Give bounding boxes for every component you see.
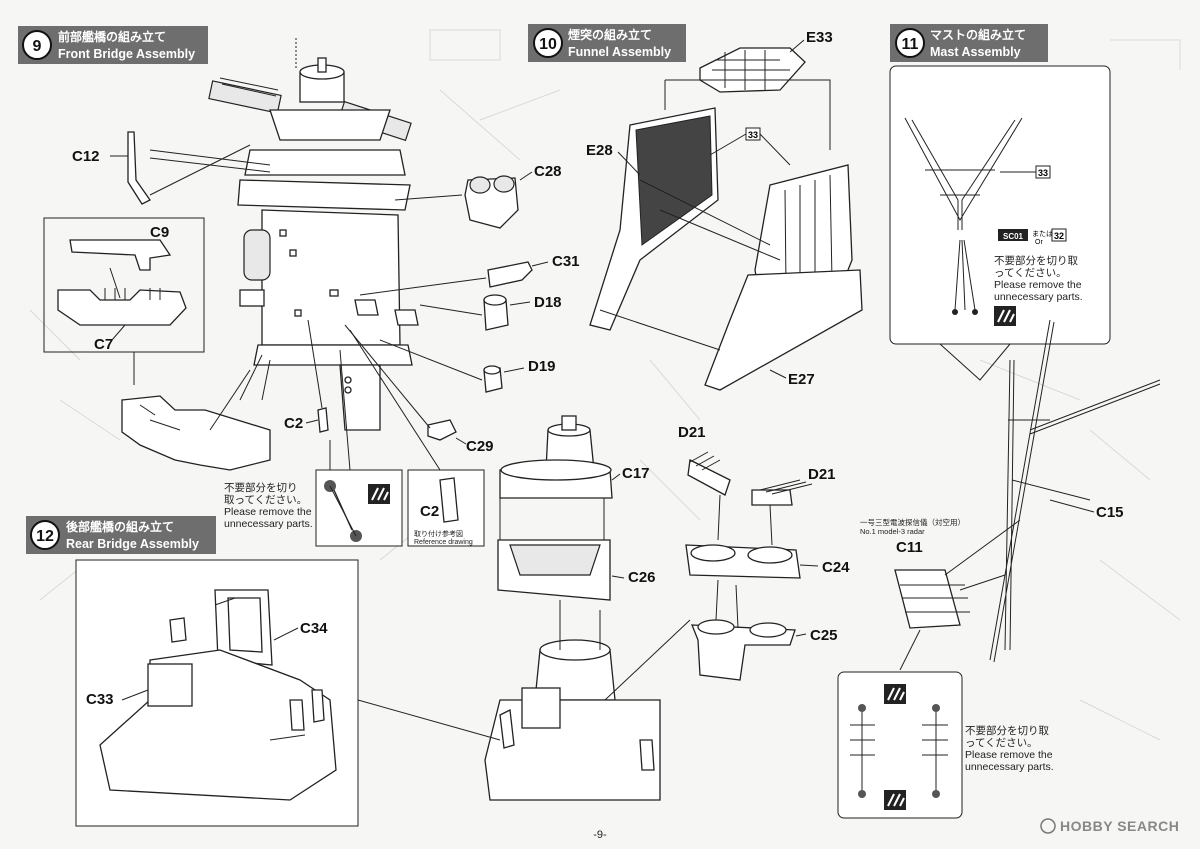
svg-text:33: 33	[1038, 168, 1048, 178]
svg-text:unnecessary parts.: unnecessary parts.	[965, 761, 1054, 773]
label-e27: E27	[788, 371, 815, 388]
part-c2: C2	[284, 319, 329, 433]
mast-assembled: C15	[989, 319, 1161, 663]
watermark: HOBBY SEARCH	[1040, 818, 1179, 834]
label-c34: C34	[300, 620, 328, 637]
label-c11: C11	[896, 539, 923, 556]
svg-text:ってください。: ってください。	[994, 267, 1067, 279]
label-d21-a: D21	[678, 424, 706, 441]
svg-text:unnecessary parts.: unnecessary parts.	[224, 518, 313, 530]
step-12-number: 12	[36, 528, 54, 545]
part-e27: E27	[599, 309, 815, 388]
part-c11: 一号三型電波探信儀（対空用） No.1 model-3 radar C11	[860, 517, 1021, 671]
svg-text:No.1 model-3 radar: No.1 model-3 radar	[860, 527, 925, 536]
rear-funnel-base	[484, 600, 691, 801]
svg-text:取ってください。: 取ってください。	[224, 494, 307, 506]
step-9-title-jp: 前部艦橋の組み立て	[58, 29, 166, 44]
step-12-header: 12 後部艦橋の組み立て Rear Bridge Assembly	[26, 516, 216, 554]
part-d21-a: D21	[678, 424, 731, 496]
part-c17: C17	[499, 415, 650, 499]
label-c17: C17	[622, 465, 650, 482]
front-bridge-tower	[149, 38, 419, 431]
label-c2: C2	[284, 415, 303, 432]
label-e33: E33	[806, 29, 833, 46]
part-d18: D18	[419, 294, 562, 331]
svg-text:Reference drawing: Reference drawing	[414, 539, 473, 546]
label-c7: C7	[94, 336, 113, 353]
label-c24: C24	[822, 559, 850, 576]
part-c25: C25	[691, 579, 838, 681]
label-c12: C12	[72, 148, 100, 165]
svg-text:一号三型電波探信儀（対空用）: 一号三型電波探信儀（対空用）	[860, 517, 965, 527]
step-12-title-en: Rear Bridge Assembly	[66, 537, 199, 551]
svg-text:不要部分を切り取: 不要部分を切り取	[965, 724, 1049, 737]
step-9-header: 9 前部艦橋の組み立て Front Bridge Assembly	[18, 26, 208, 64]
label-c28: C28	[534, 163, 562, 180]
part-e28: E28	[586, 107, 719, 331]
label-e28: E28	[586, 142, 613, 159]
c2-remove-note: 不要部分を切り 取ってください。 Please remove the unnec…	[224, 481, 313, 530]
label-c26: C26	[628, 569, 656, 586]
svg-text:Please remove the: Please remove the	[224, 506, 312, 518]
label-c29: C29	[466, 438, 494, 455]
page-number: -9-	[593, 829, 607, 841]
svg-text:Or: Or	[1035, 239, 1043, 246]
svg-text:32: 32	[1054, 231, 1064, 241]
label-c25: C25	[810, 627, 838, 644]
svg-text:SC01: SC01	[1003, 232, 1024, 241]
part-c12: C12	[72, 131, 251, 205]
step-11-title-en: Mast Assembly	[930, 45, 1021, 59]
step-11-number: 11	[902, 36, 919, 53]
svg-text:ってください。: ってください。	[965, 737, 1038, 749]
c2-sprue-inset	[315, 349, 403, 547]
part-e33: E33	[664, 29, 833, 150]
svg-text:33: 33	[748, 130, 758, 140]
label-c33: C33	[86, 691, 114, 708]
label-c9: C9	[150, 224, 169, 241]
label-d21-b: D21	[808, 466, 836, 483]
svg-text:unnecessary parts.: unnecessary parts.	[994, 291, 1083, 303]
c11-sprue-inset	[837, 671, 963, 819]
step-11-header: 11 マストの組み立て Mast Assembly	[890, 24, 1048, 62]
part-c24: C24	[685, 494, 850, 579]
part-c29: C29	[344, 324, 494, 455]
label-c31: C31	[552, 253, 580, 270]
rear-bridge-inset: C34 C33	[75, 559, 501, 827]
c9-c7-inset: C9 C7	[43, 217, 205, 385]
label-d19: D19	[528, 358, 556, 375]
step-10-header: 10 煙突の組み立て Funnel Assembly	[528, 24, 686, 62]
c2-reference-inset: C2 取り付け参考図 Reference drawing	[349, 329, 485, 547]
svg-text:Please remove the: Please remove the	[965, 749, 1053, 761]
step-9-number: 9	[33, 38, 42, 55]
step-9-title-en: Front Bridge Assembly	[58, 47, 195, 61]
svg-text:不要部分を切り: 不要部分を切り	[224, 481, 298, 494]
step-10-number: 10	[539, 36, 557, 53]
badge-33-funnel: 33	[709, 127, 791, 166]
label-c2-ref: C2	[420, 503, 439, 520]
step-12-title-jp: 後部艦橋の組み立て	[66, 519, 174, 534]
label-c15: C15	[1096, 504, 1124, 521]
part-c26: C26	[497, 498, 656, 601]
part-c28: C28	[394, 163, 562, 229]
svg-text:または: または	[1032, 230, 1053, 238]
part-c7-assembled	[121, 369, 271, 471]
step-11-title-jp: マストの組み立て	[930, 27, 1026, 42]
svg-text:取り付け参考図: 取り付け参考図	[414, 529, 463, 538]
step-10-title-en: Funnel Assembly	[568, 45, 671, 59]
funnel-body	[639, 164, 863, 391]
step-10-title-jp: 煙突の組み立て	[568, 27, 652, 42]
part-d21-b: D21	[751, 466, 836, 506]
part-d19: D19	[379, 339, 556, 393]
svg-text:Please remove the: Please remove the	[994, 279, 1082, 291]
watermark-text: HOBBY SEARCH	[1060, 818, 1179, 834]
label-d18: D18	[534, 294, 562, 311]
svg-text:不要部分を切り取: 不要部分を切り取	[994, 254, 1078, 267]
mast-inset: 33 SC01 または Or 32 不要部分を切り取 ってください。 Pleas…	[889, 65, 1111, 381]
part-c31: C31	[359, 253, 580, 296]
c11-remove-note: 不要部分を切り取 ってください。 Please remove the unnec…	[965, 724, 1054, 773]
